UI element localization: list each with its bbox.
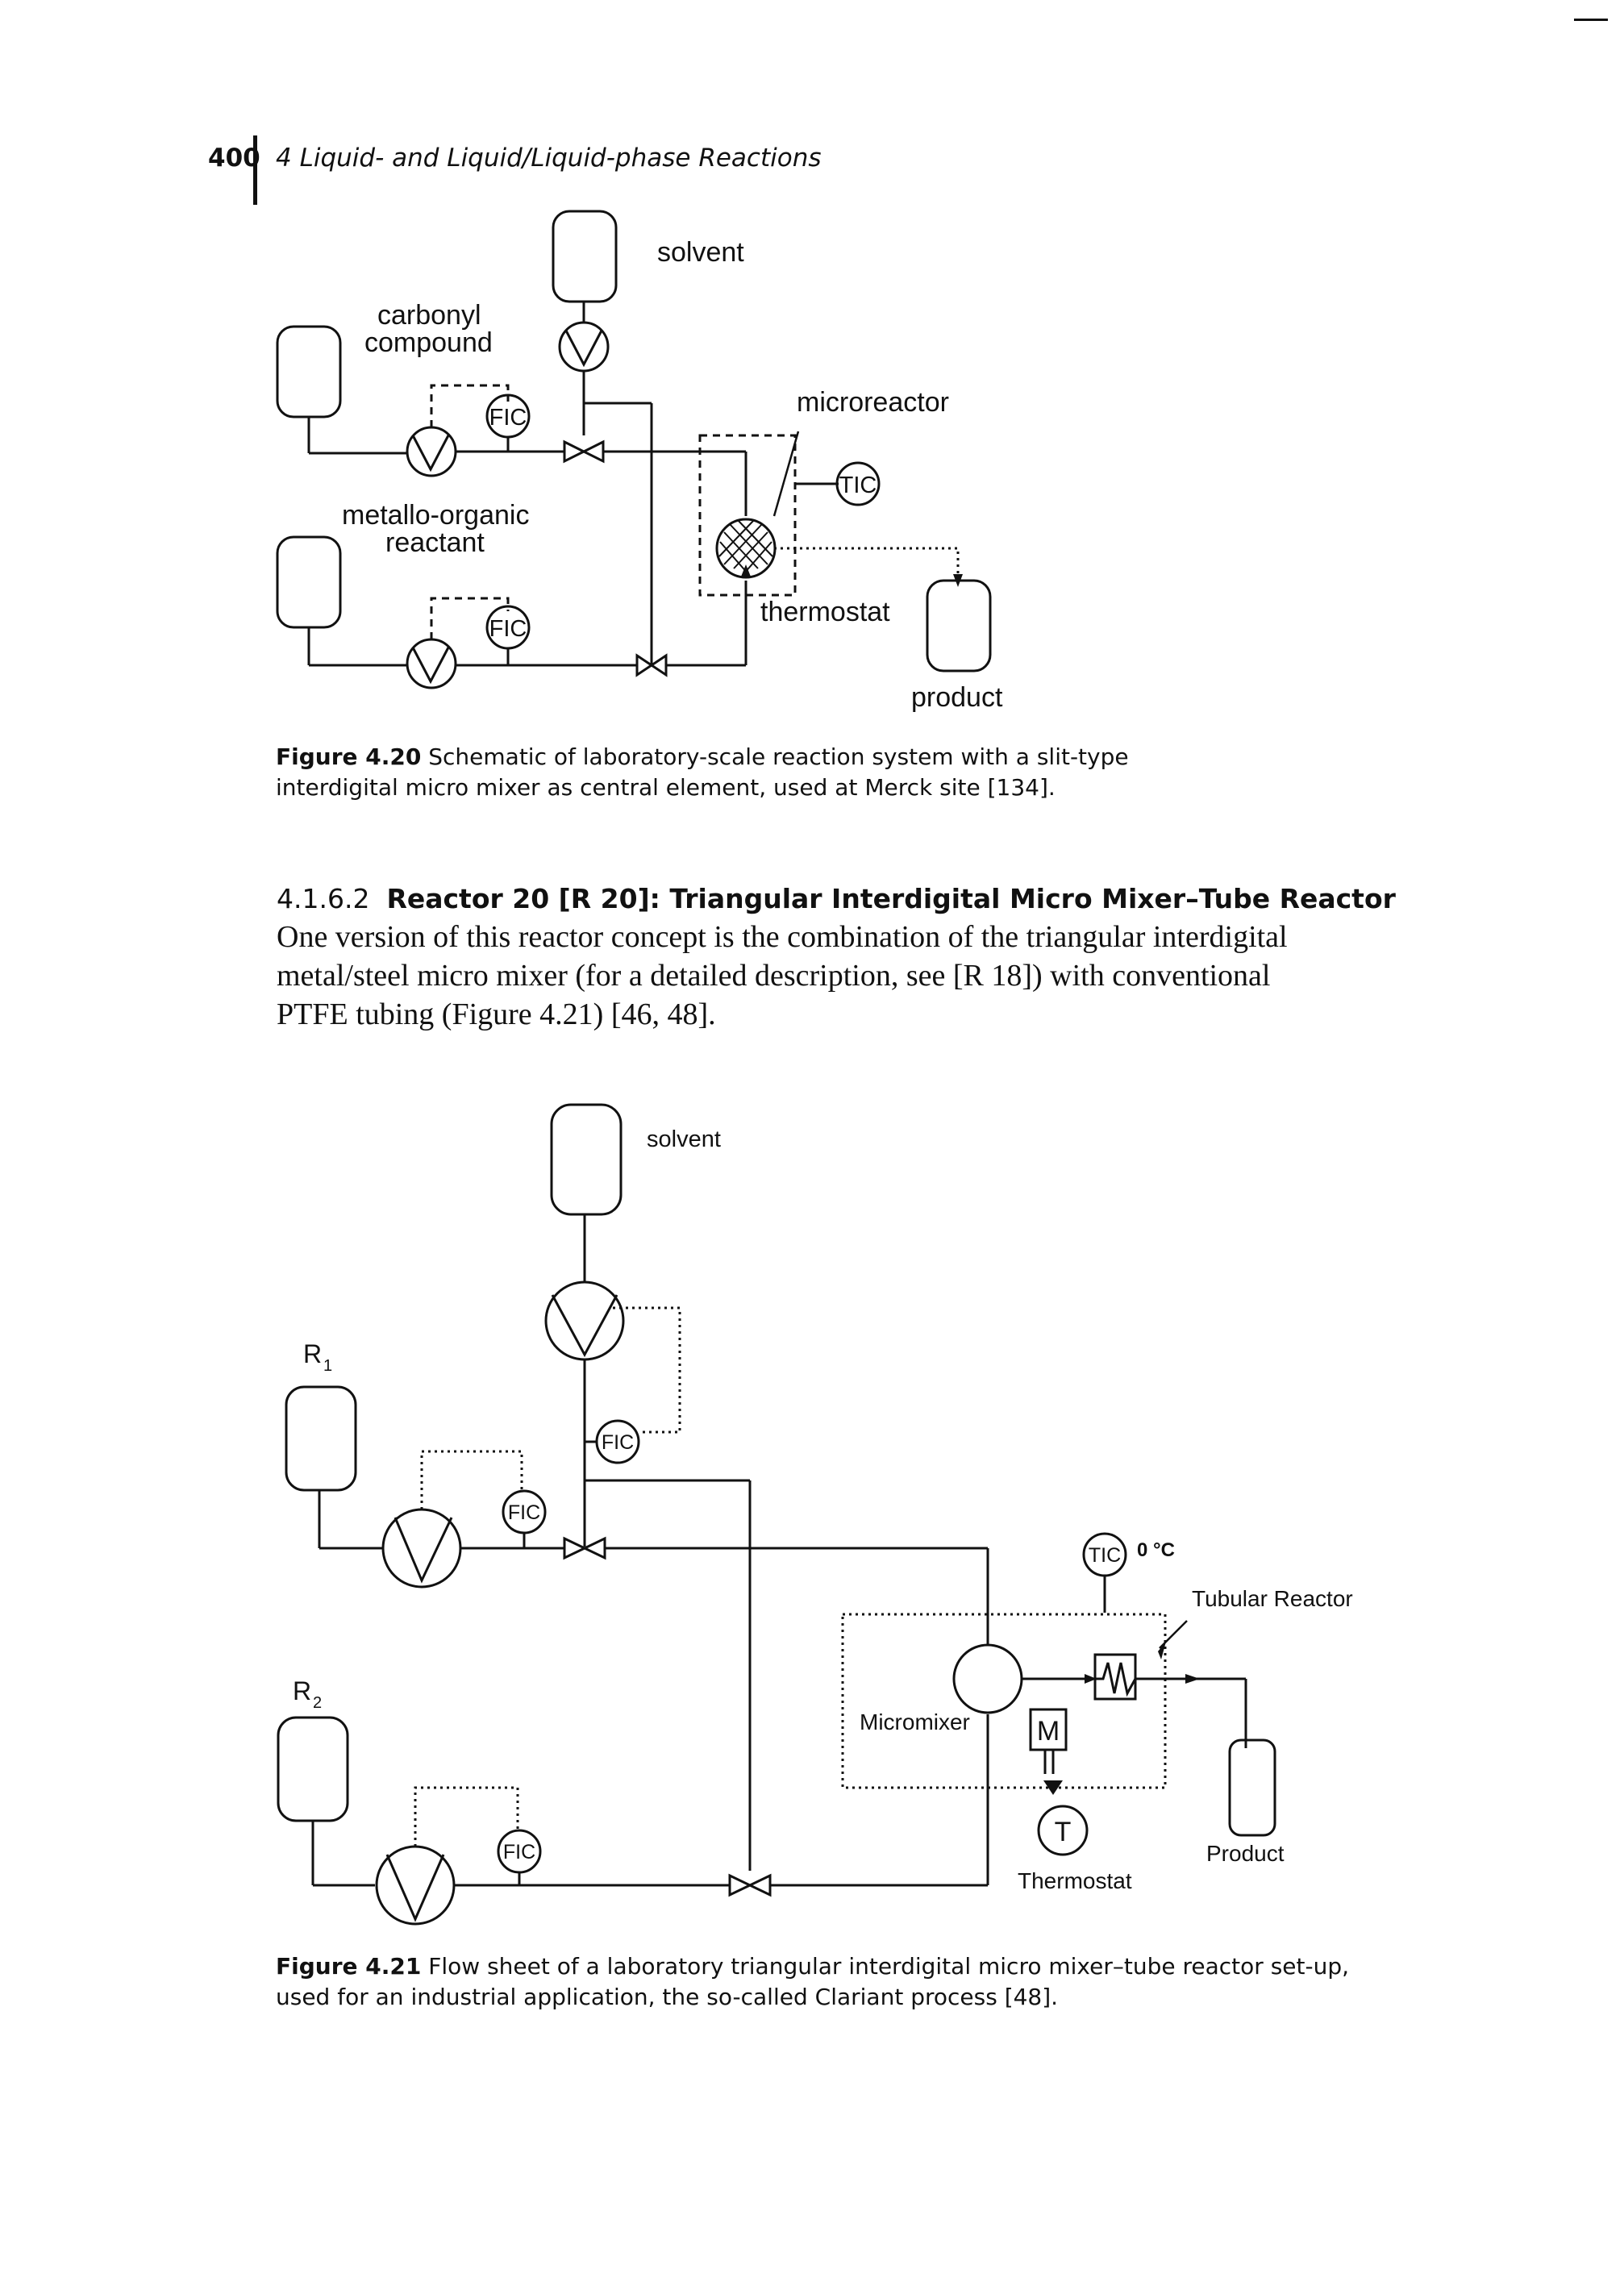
label-tic: TIC: [839, 473, 877, 498]
figure-4-21-flowsheet: solvent R 1 R 2 FIC FIC FIC TIC 0 °C Tub…: [277, 1103, 1353, 1926]
label-carbonyl-2: compound: [364, 327, 493, 358]
microreactor-box: [698, 434, 797, 597]
caption-line: Flow sheet of a laboratory triangular in…: [428, 1953, 1350, 1980]
micromixer: [952, 1643, 1023, 1714]
label-carbonyl-1: carbonyl: [377, 300, 481, 331]
r1-tank: [285, 1385, 357, 1492]
page-number: 400: [208, 144, 260, 173]
caption-line: Schematic of laboratory-scale reaction s…: [428, 743, 1129, 770]
label-fic-r1: FIC: [508, 1501, 540, 1524]
label-micromixer: Micromixer: [860, 1709, 970, 1734]
label-solvent: solvent: [657, 237, 744, 268]
section-number: 4.1.6.2: [277, 883, 370, 914]
caption-label: Figure 4.20: [276, 743, 422, 770]
metallo-tank: [276, 535, 342, 629]
paragraph-line: metal/steel micro mixer (for a detailed …: [277, 959, 1271, 993]
label-thermostat: thermostat: [760, 597, 890, 627]
figure-4-20-schematic: solvent carbonyl compound microreactor m…: [276, 210, 1003, 713]
label-tic: TIC: [1089, 1544, 1121, 1567]
corner-rule: [1574, 19, 1608, 21]
process-box: [841, 1613, 1167, 1789]
r2-tank: [277, 1716, 349, 1822]
product-tank: [926, 579, 992, 672]
label-thermostat: Thermostat: [1018, 1868, 1132, 1893]
label-fic-r2: FIC: [503, 1841, 535, 1863]
tic-bubble: [835, 461, 881, 506]
valve-top: [563, 439, 605, 464]
product-tank: [1228, 1738, 1276, 1837]
label-r1: R: [303, 1339, 322, 1368]
paragraph-line: PTFE tubing (Figure 4.21) [46, 48].: [277, 997, 716, 1031]
caption-line: used for an industrial application, the …: [276, 1984, 1059, 2010]
label-temperature: 0 °C: [1137, 1539, 1175, 1561]
caption-line: interdigital micro mixer as central elem…: [276, 774, 1056, 801]
paragraph-line: One version of this reactor concept is t…: [277, 920, 1288, 954]
label-metallo-1: metallo-organic: [342, 500, 529, 531]
label-tubular-reactor: Tubular Reactor: [1192, 1586, 1353, 1611]
motor-box: [1029, 1708, 1068, 1751]
label-r1-sub: 1: [323, 1357, 332, 1375]
section-paragraph: One version of this reactor concept is t…: [277, 918, 1373, 1034]
valve-bottom: [728, 1873, 772, 1897]
label-solvent: solvent: [647, 1126, 721, 1152]
solvent-pump: [544, 1280, 625, 1361]
label-product: product: [911, 682, 1003, 713]
label-motor: M: [1037, 1716, 1060, 1747]
solvent-tank: [552, 210, 618, 303]
figure-4-20-caption: Figure 4.20 Schematic of laboratory-scal…: [276, 742, 1340, 803]
thermostat-symbol: [1037, 1805, 1089, 1856]
label-r2: R: [293, 1676, 311, 1705]
label-fic-bottom: FIC: [489, 616, 527, 642]
section-heading: 4.1.6.2 Reactor 20 [R 20]: Triangular In…: [277, 883, 1396, 914]
caption-label: Figure 4.21: [276, 1953, 422, 1980]
label-fic-top: FIC: [489, 405, 527, 431]
label-thermostat-symbol: T: [1055, 1817, 1072, 1847]
label-product: Product: [1206, 1841, 1285, 1866]
running-title: 4 Liquid- and Liquid/Liquid-phase Reacti…: [276, 144, 822, 173]
figure-4-21-caption: Figure 4.21 Flow sheet of a laboratory t…: [276, 1951, 1405, 2013]
fic-solvent-bubble: [595, 1419, 640, 1464]
label-metallo-2: reactant: [385, 527, 485, 558]
label-microreactor: microreactor: [797, 387, 949, 418]
header-divider: [253, 135, 257, 205]
section-title: Reactor 20 [R 20]: Triangular Interdigit…: [386, 883, 1396, 914]
label-fic-solvent: FIC: [602, 1431, 634, 1454]
carbonyl-tank: [276, 325, 342, 418]
tubular-reactor-symbol: [1093, 1653, 1137, 1701]
label-r2-sub: 2: [313, 1694, 322, 1712]
solvent-tank: [550, 1103, 623, 1216]
